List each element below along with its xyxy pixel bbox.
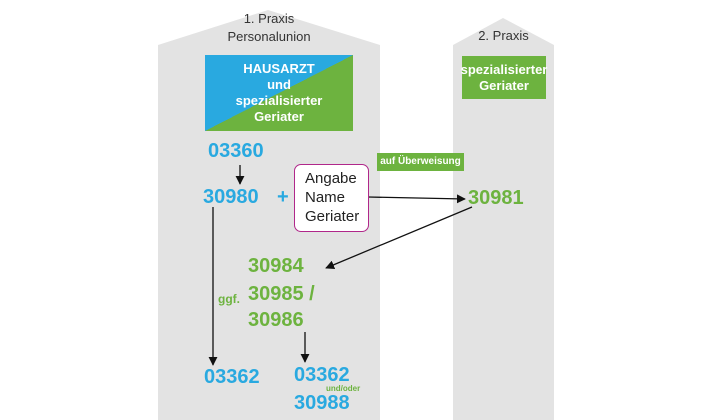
code-03362-left: 03362 — [204, 366, 260, 388]
code-30986: 30986 — [248, 309, 304, 331]
hausarzt-box: HAUSARZT und spezialisierter Geriater — [205, 55, 353, 131]
column-1-label: 1. Praxis Personalunion — [158, 10, 380, 46]
info-line1: Angabe — [305, 170, 357, 187]
info-box-angabe: Angabe Name Geriater — [294, 164, 369, 232]
column-1-label-line1: 1. Praxis — [243, 11, 295, 26]
arrow-30981-to-30984 — [325, 206, 473, 270]
code-30985: 30985 / — [248, 283, 315, 305]
arrow-info-to-30981 — [367, 194, 466, 204]
hausarzt-line1: HAUSARZT — [243, 61, 315, 76]
geriater-box: spezialisierter Geriater — [460, 56, 548, 99]
hausarzt-line3: spezialisierter — [235, 93, 323, 108]
code-30988: 30988 — [294, 392, 350, 414]
plus-sign: + — [277, 186, 289, 208]
column-1-label-line2: Personalunion — [227, 29, 311, 44]
code-30980: 30980 — [203, 186, 259, 208]
und-oder-label: und/oder — [326, 384, 361, 393]
column-2-shape — [453, 18, 554, 420]
ggf-label: ggf. — [218, 292, 240, 306]
column-2-label: 2. Praxis — [478, 28, 529, 43]
code-03362-right: 03362 — [294, 364, 350, 386]
code-30984: 30984 — [248, 255, 304, 277]
code-03360: 03360 — [208, 140, 264, 162]
geriater-line1: spezialisierter — [460, 61, 548, 77]
code-30981: 30981 — [468, 187, 524, 209]
geriater-line2: Geriater — [479, 77, 529, 93]
info-line3: Geriater — [305, 208, 360, 225]
hausarzt-line2: und — [267, 77, 291, 92]
info-line2: Name — [305, 189, 346, 206]
ueberweisung-badge: auf Überweisung — [377, 153, 464, 171]
hausarzt-line4: Geriater — [254, 109, 304, 124]
